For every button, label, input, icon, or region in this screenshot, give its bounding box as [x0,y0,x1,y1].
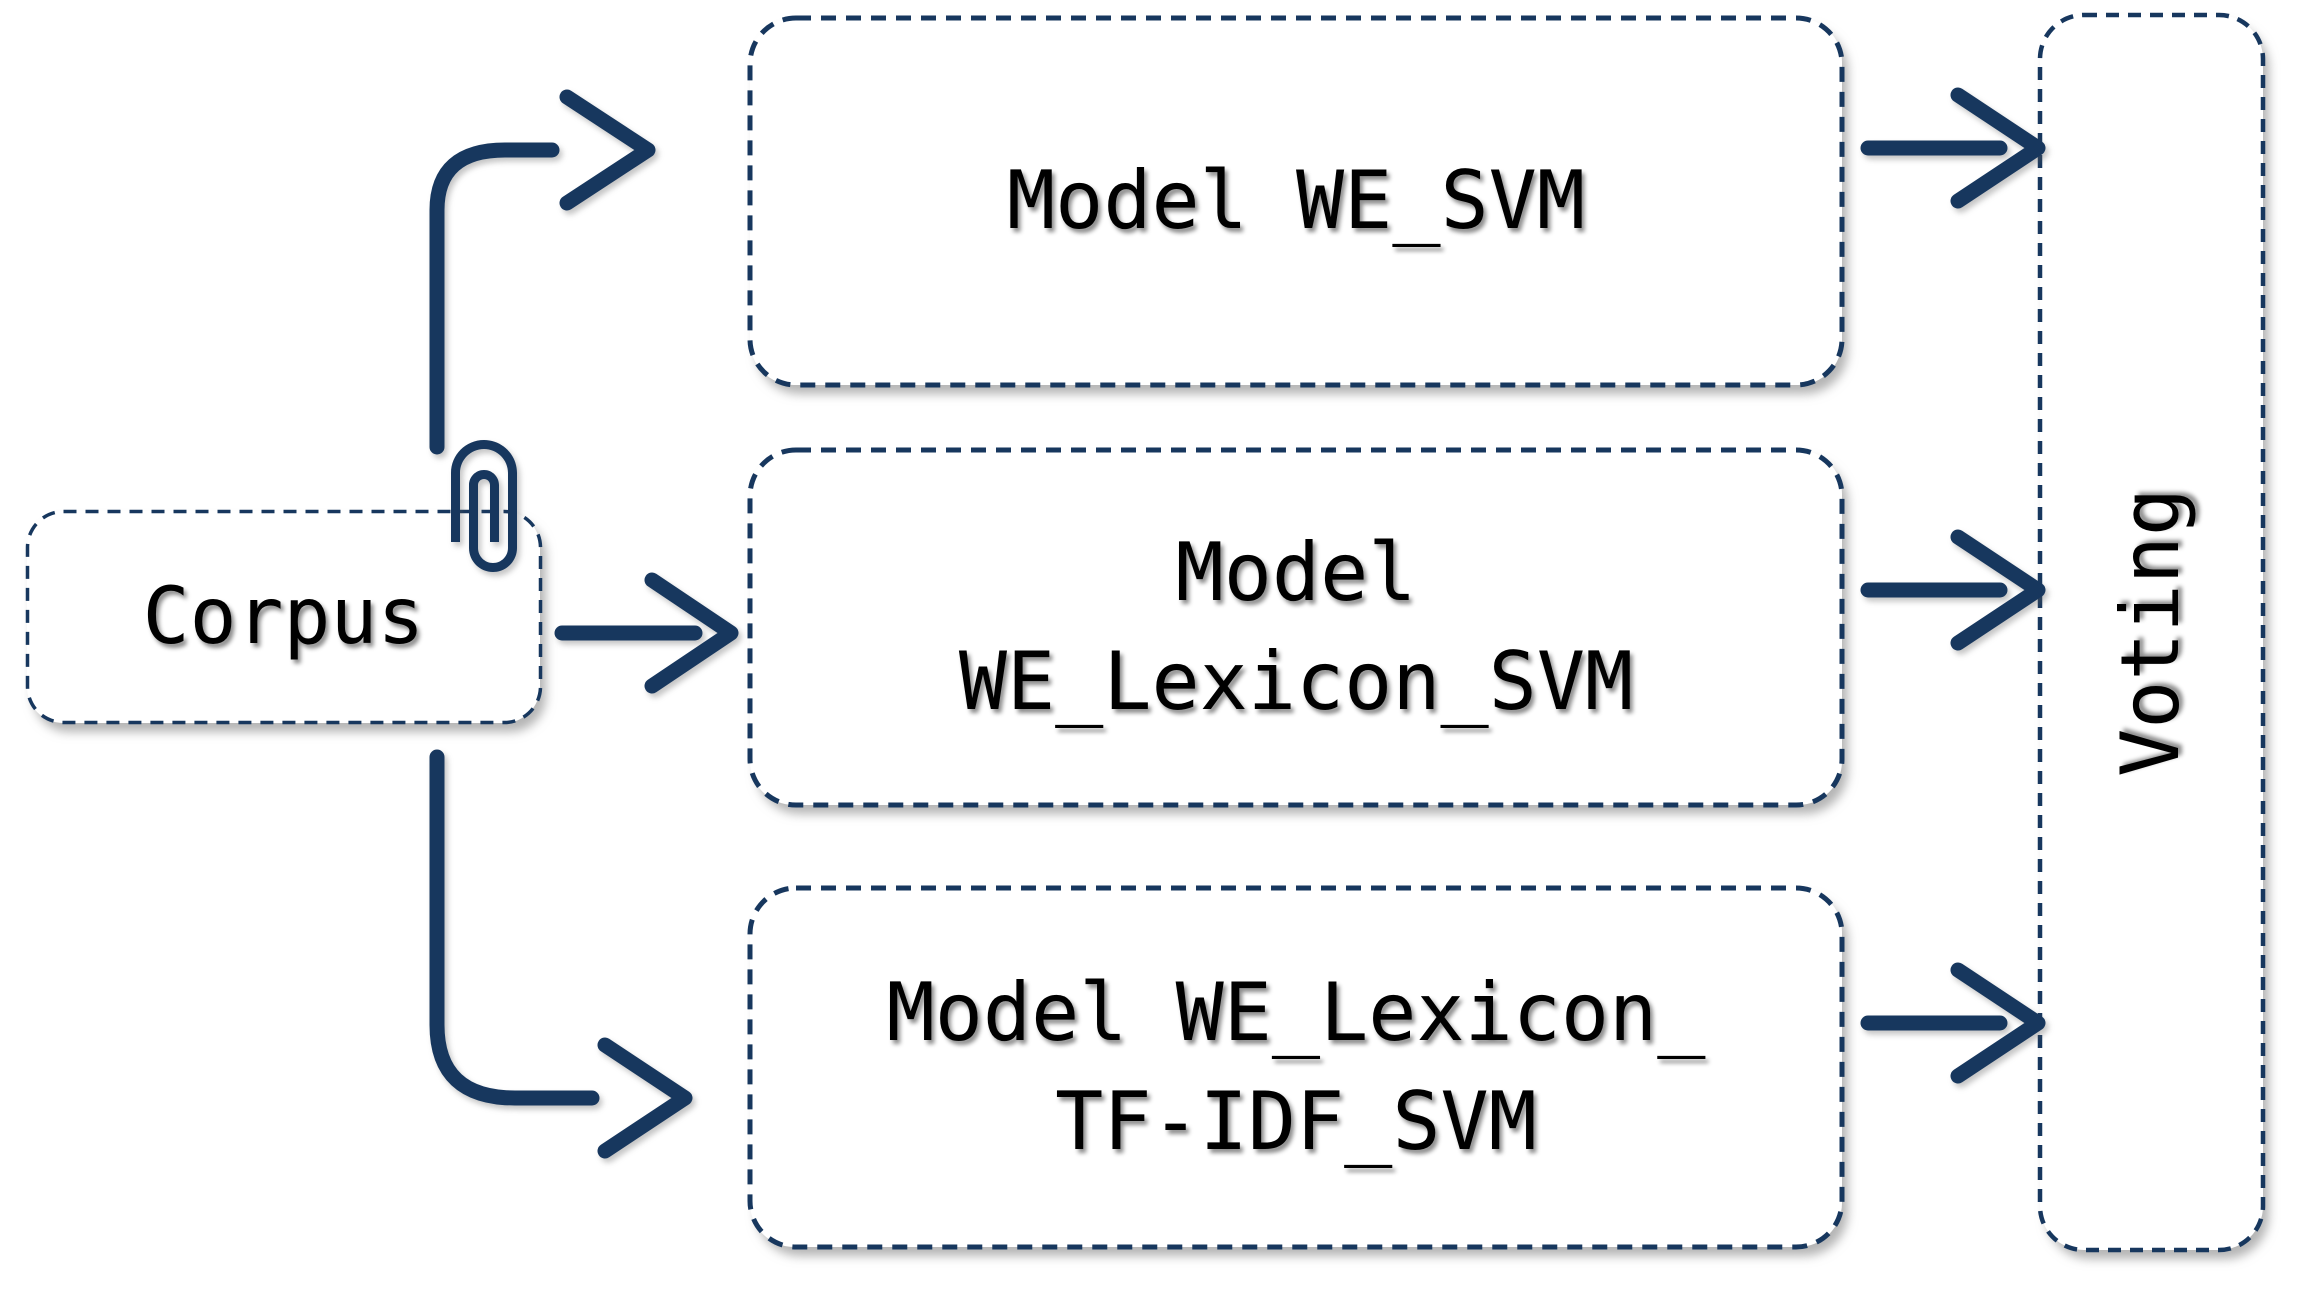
model-we-lexicon-svm-node: Model WE_Lexicon_SVM [750,450,1842,805]
model-we-svm-node: Model WE_SVM [750,18,1842,385]
model-we-lexicon-tfidf-svm-label-line2: TF-IDF_SVM [1055,1074,1537,1168]
arrowhead-icon [1950,529,2046,651]
model-we-lexicon-tfidf-svm-label-line1: Model WE_Lexicon_ [886,965,1706,1059]
arrowhead-icon [644,572,739,694]
corpus-node: Corpus [27,511,540,723]
arrowhead-icon [559,89,656,211]
corpus-to-model-we-lexicon-tfidf-svm-arrow [429,749,693,1159]
model-we-lexicon-tfidf-svm-to-voting-arrow [1860,962,2046,1084]
arrowhead-icon [1950,962,2046,1084]
model-we-lexicon-svm-to-voting-arrow [1860,529,2046,651]
corpus-to-model-we-svm-arrow [429,89,656,455]
arrowhead-icon [1950,87,2046,209]
corpus-label: Corpus [142,571,425,662]
model-we-lexicon-svm-label-line1: Model [1175,525,1417,619]
model-we-lexicon-tfidf-svm-node: Model WE_Lexicon_ TF-IDF_SVM [750,888,1842,1247]
model-we-svm-to-voting-arrow [1860,87,2046,209]
corpus-to-model-we-lexicon-svm-arrow [554,572,739,694]
voting-label: Voting [2104,488,2198,777]
model-we-lexicon-svm-label-line2: WE_Lexicon_SVM [958,634,1634,728]
voting-node: Voting [2040,15,2263,1250]
model-we-svm-label: Model WE_SVM [1007,154,1585,248]
arrowhead-icon [597,1037,693,1159]
